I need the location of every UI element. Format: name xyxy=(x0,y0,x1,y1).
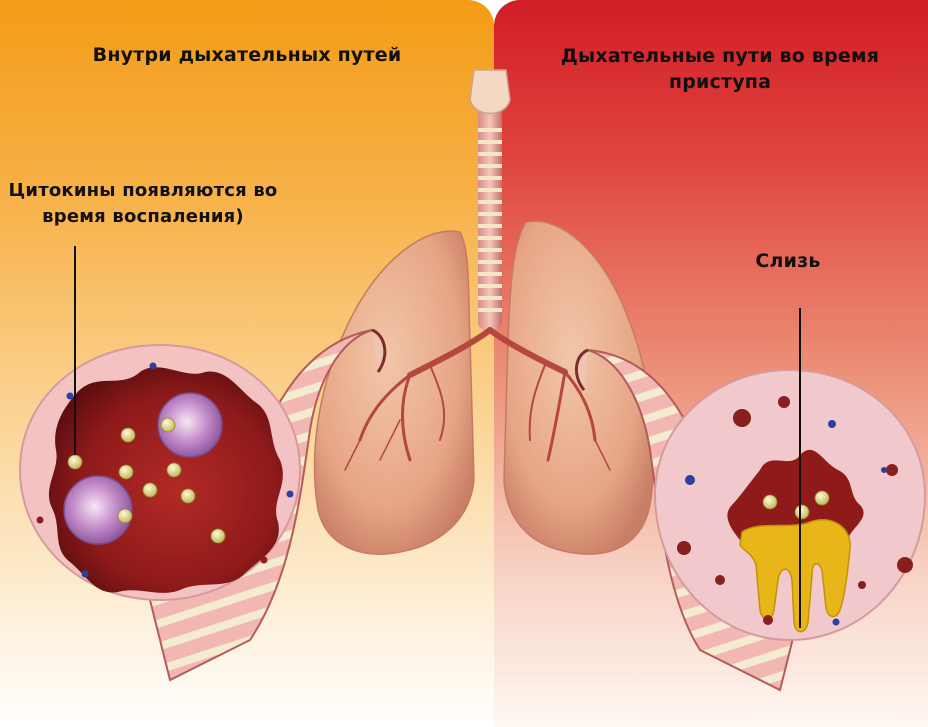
cytokines-label: Цитокины появляются во время воспаления) xyxy=(8,178,278,230)
right-airway-cross-section xyxy=(655,370,925,640)
right-panel-title: Дыхательные пути во время приступа xyxy=(540,43,900,95)
larynx xyxy=(470,70,510,114)
left-lung xyxy=(315,231,474,554)
mucus-label: Слизь xyxy=(748,250,828,272)
left-panel-title: Внутри дыхательных путей xyxy=(62,44,432,66)
left-airway-cross-section xyxy=(20,345,300,600)
